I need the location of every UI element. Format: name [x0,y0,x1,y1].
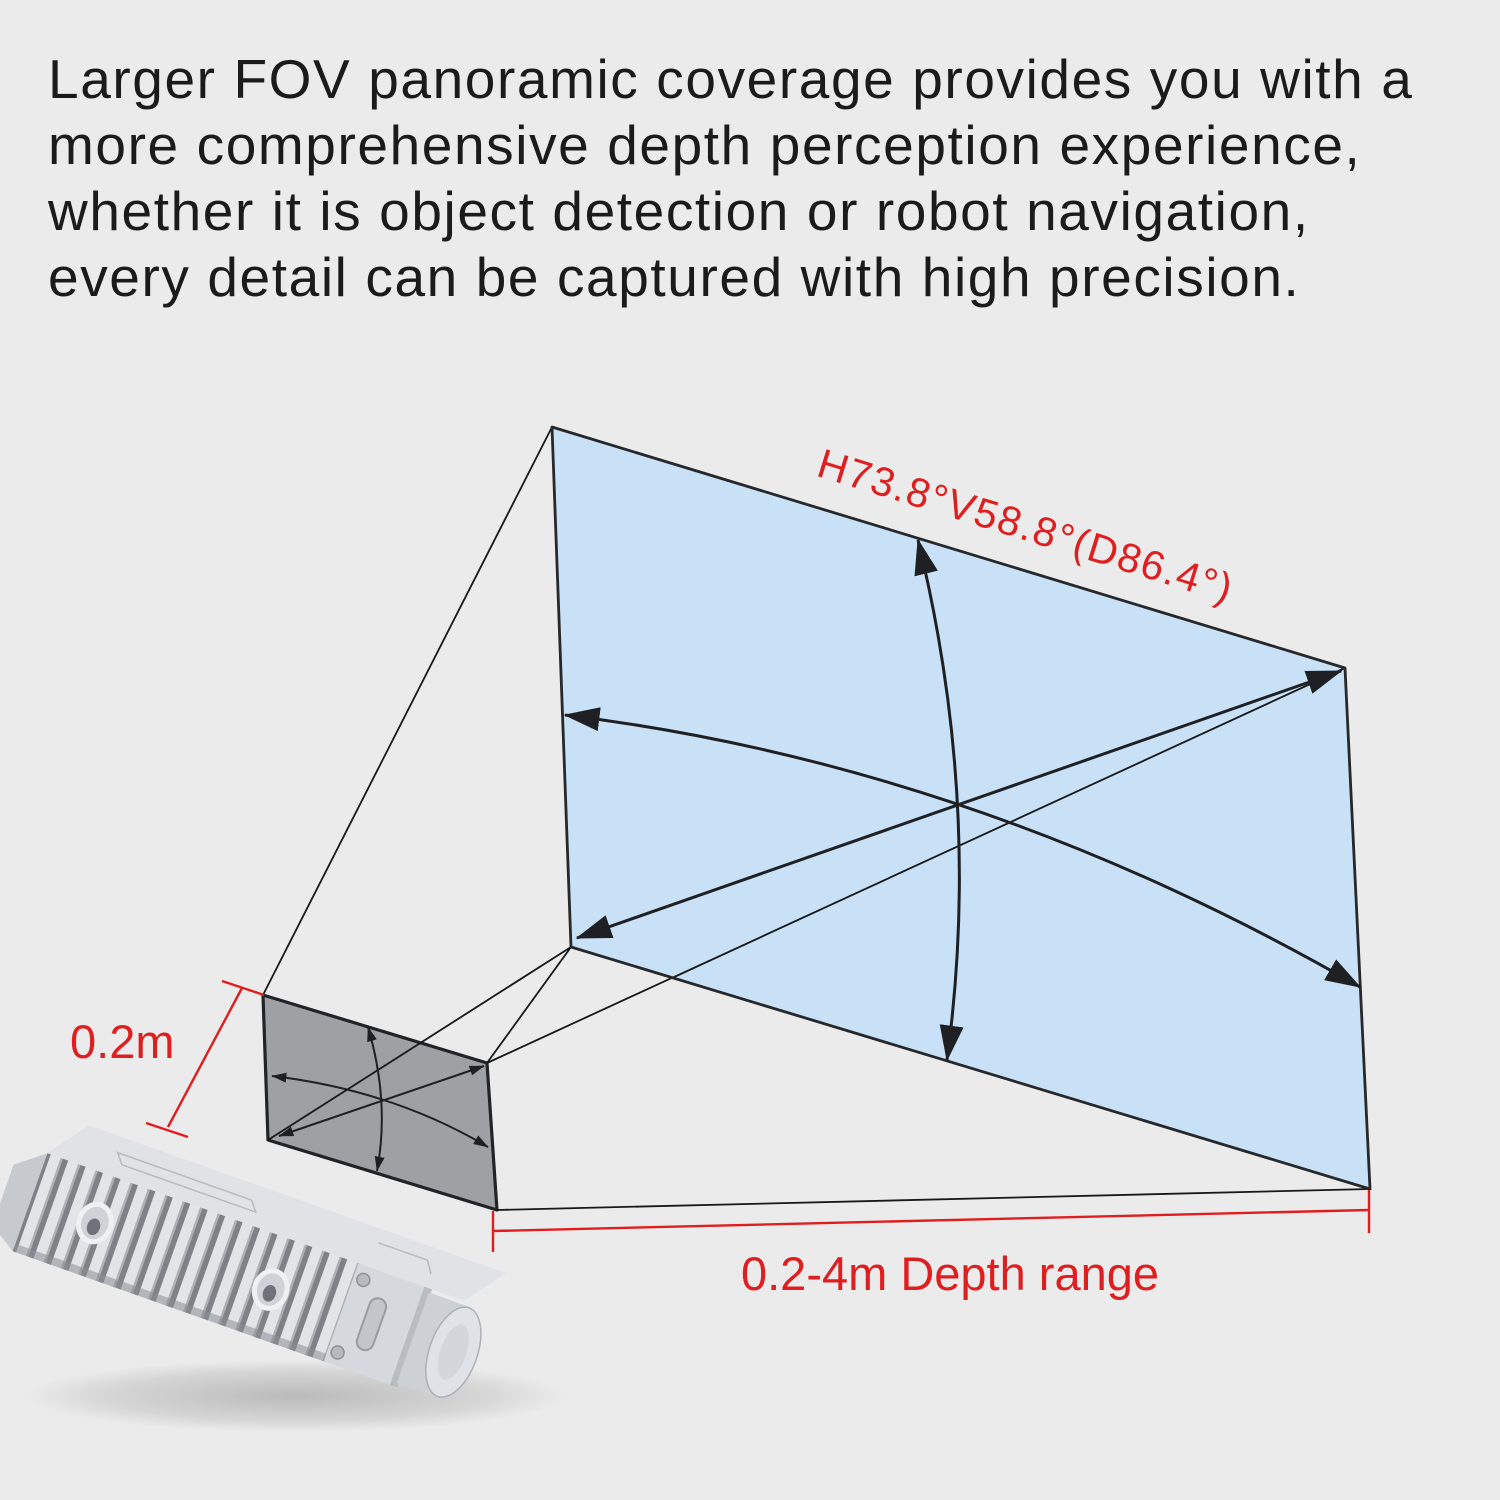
device-top-engraving [116,1151,257,1214]
mini-diagonal-fov-arrow [278,1065,485,1137]
frustum-line-top-left [262,426,553,996]
intro-line-4: every detail can be captured with high p… [48,246,1301,308]
near-dim-tick-top [221,979,265,997]
device-screw-bottom [330,1345,345,1360]
fov-arrows [563,538,1362,1062]
device-top-engraving-2 [378,1242,432,1275]
range-dim-main [492,1208,1370,1233]
near-dim-main [166,987,244,1128]
depth-range-dimension [491,1190,1371,1252]
frustum-line-bottom-right [496,1188,1371,1211]
device-screw-top [356,1272,371,1288]
near-distance-label: 0.2m [70,1015,175,1068]
depth-range-label: 0.2-4m Depth range [740,1247,1160,1300]
intro-line-2: more comprehensive depth perception expe… [48,114,1362,176]
device-top-face [47,1125,506,1301]
near-plane-arrows [271,1026,489,1172]
device-mount-hole-right [251,1268,290,1311]
intro-paragraph: Larger FOV panoramic coverage provides y… [48,46,1478,310]
frustum-line-cross [486,946,572,1064]
intro-line-1: Larger FOV panoramic coverage provides y… [48,48,1414,110]
intro-line-3: whether it is object detection or robot … [48,180,1310,242]
near-distance-dimension [145,979,265,1139]
device-lens-inner [437,1324,469,1380]
device-shadow [25,1360,565,1432]
near-dim-tick-bottom [145,1121,189,1139]
far-plane-fill [552,427,1370,1189]
device-mount-hole-left [75,1201,114,1245]
device-fins-bottom-shade [12,1243,329,1363]
device-slot [355,1297,388,1352]
diagonal-fov-arrow [575,669,1343,940]
device-end-cap-shade [389,1286,433,1388]
depth-camera-illustration [0,1125,506,1398]
device-left-end [0,1153,48,1252]
